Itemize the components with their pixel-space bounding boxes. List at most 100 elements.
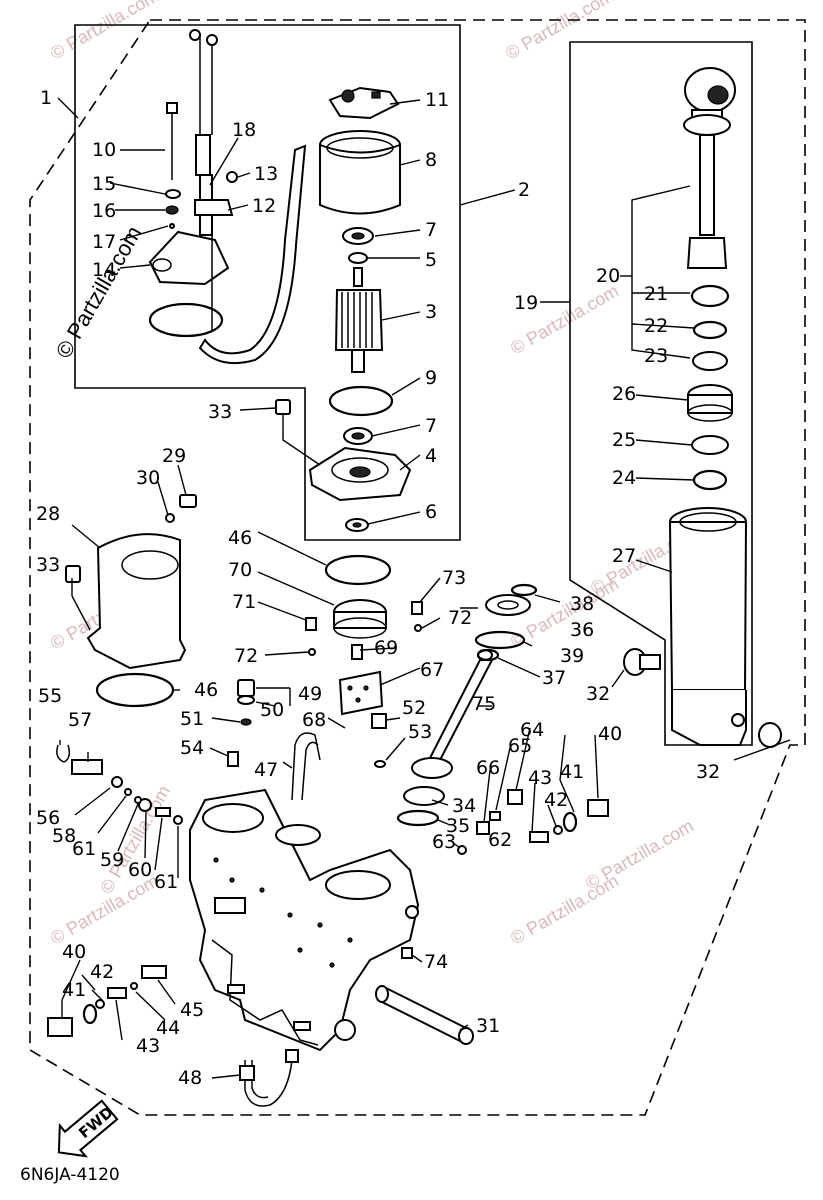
part-label: 29 [162,445,186,467]
part-label: 9 [425,367,437,389]
part-label: 68 [302,709,326,731]
part-label: 37 [542,667,566,689]
part-label: 7 [425,219,437,241]
ring-61-a [134,796,142,804]
terminal-cover-14 [148,230,230,286]
armature [334,289,384,351]
valve-57 [71,759,103,775]
part-label: 62 [488,829,512,851]
o-ring-35 [396,809,440,827]
washer-15 [165,189,181,199]
part-label: 7 [425,415,437,437]
part-label: 52 [402,697,426,719]
part-label: 75 [472,693,496,715]
part-label: 16 [92,200,116,222]
ball-59 [138,798,152,812]
washer-16 [165,205,179,215]
part-label: 46 [228,527,252,549]
screw-29 [179,494,197,508]
part-label: 21 [644,283,668,305]
part-label: 47 [254,759,278,781]
bore-center [275,824,321,846]
check-69 [351,644,363,660]
part-label: 26 [612,383,636,405]
ball-42-left [95,999,105,1009]
part-label: 27 [612,545,636,567]
piston [686,237,728,269]
spring-43-right [529,831,549,843]
part-label: 14 [92,259,116,281]
o-ring-56 [111,776,123,788]
motor-lead-wire [198,144,307,364]
watermark: © Partzilla.com [582,815,697,893]
part-label: 32 [696,761,720,783]
plug-33-left [65,565,81,583]
part-label: 50 [260,699,284,721]
part-label: 58 [52,825,76,847]
part-label: 11 [425,89,449,111]
bracket-12 [194,199,234,216]
part-label: 40 [598,723,622,745]
ring-41-left [82,1003,98,1025]
part-label: 70 [228,559,252,581]
part-label: 6 [425,501,437,523]
part-label: 69 [374,637,398,659]
manifold-body [189,788,420,1052]
part-label: 33 [208,401,232,423]
bore-left [202,803,264,833]
plug-40-right [587,799,609,817]
part-label: 13 [254,163,278,185]
o-ring-9 [328,385,394,417]
part-label: 1 [40,87,52,109]
part-label: 25 [612,429,636,451]
part-label: 40 [62,941,86,963]
part-label: 51 [180,708,204,730]
bolt-74 [401,947,413,959]
part-label: 43 [136,1035,160,1057]
o-ring-39 [474,630,526,650]
spring-43-left [107,987,127,999]
part-label: 60 [128,859,152,881]
screw-71 [305,617,317,631]
part-label: 17 [92,231,116,253]
washer-53 [374,760,386,768]
part-label: 53 [408,721,432,743]
ring-38 [510,583,538,597]
watermark: © Partzilla.com [47,0,162,63]
part-label: 12 [252,195,276,217]
part-label: 5 [425,249,437,271]
plug-64 [507,789,523,805]
part-label: 63 [432,831,456,853]
valve-62 [476,821,490,835]
part-label: 61 [72,838,96,860]
o-ring-21 [690,284,730,308]
shaft-31 [376,986,472,1044]
clip-55 [56,744,71,763]
leader-lines [57,97,791,1079]
part-label: 28 [36,503,60,525]
part-label: 38 [570,593,594,615]
part-label: 72 [448,607,472,629]
part-label: 67 [420,659,444,681]
diagram-code: 6N6JA-4120 [20,1165,120,1185]
part-label: 39 [560,645,584,667]
plug-49 [237,679,255,697]
part-label: 20 [596,265,620,287]
part-label: 48 [178,1067,202,1089]
reservoir-28 [86,533,187,670]
ball-42-right [553,825,563,835]
ring-58 [124,788,132,796]
washer-upper [348,252,368,264]
part-label: 41 [62,979,86,1001]
body-slot [214,897,246,914]
o-ring-46-upper [324,554,392,586]
plug-40-left [47,1017,73,1037]
part-label: 71 [232,591,256,613]
part-label: 66 [476,757,500,779]
valve-block-67 [338,670,384,716]
valve-parts-right [371,583,609,1045]
ring-37 [476,648,500,662]
reservoir-parts [56,494,423,825]
bore-right [325,870,391,900]
part-label: 64 [520,719,544,741]
